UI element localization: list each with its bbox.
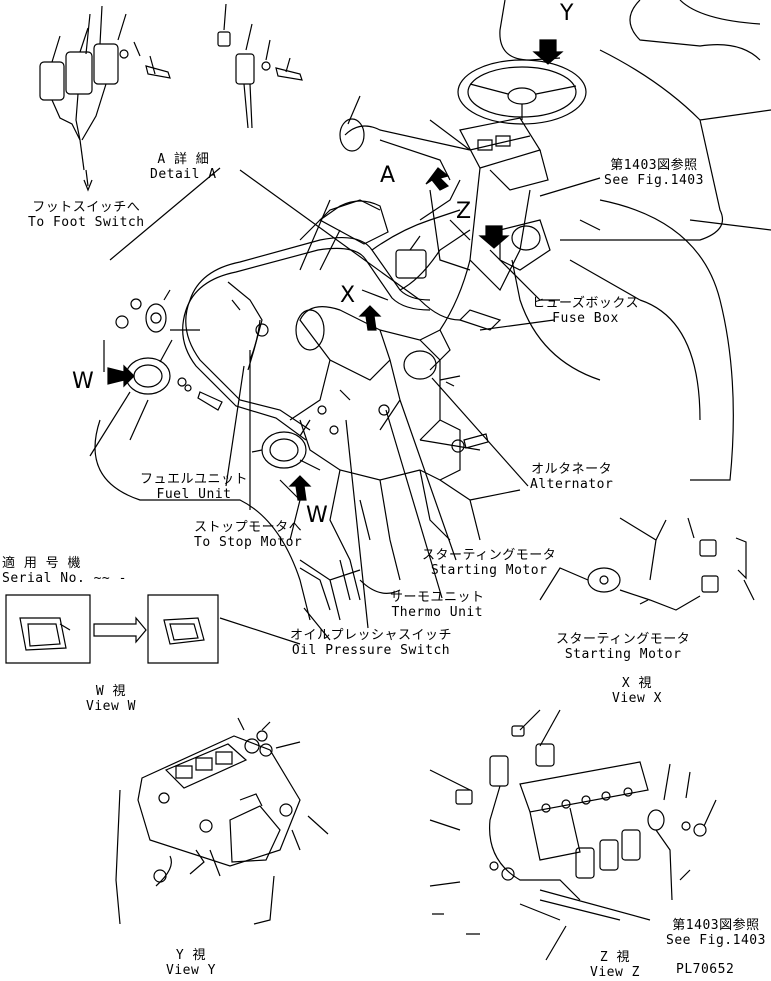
fuel-unit-en: Fuel Unit bbox=[156, 487, 232, 502]
engine-outline-lower bbox=[300, 560, 400, 610]
see-fig-bottom-jp: 第1403図参照 bbox=[672, 918, 760, 933]
view-z-jp: Z 視 bbox=[599, 950, 631, 965]
see-fig-top-label: 第1403図参照 See Fig.1403 bbox=[604, 158, 704, 188]
marker-x: X bbox=[340, 283, 356, 308]
marker-w-left: W bbox=[72, 369, 95, 394]
leader-lines bbox=[60, 14, 600, 644]
serial-label: 適 用 号 機 Serial No. ~~ ‐ bbox=[2, 556, 127, 586]
fuse-box-jp: ヒューズボックス bbox=[532, 296, 639, 311]
starting-motor2-jp: スターティングモータ bbox=[556, 632, 691, 647]
foot-switch-jp: フットスイッチへ bbox=[32, 200, 141, 215]
view-y-en: View Y bbox=[166, 963, 216, 978]
starting-motor-en: Starting Motor bbox=[430, 563, 548, 578]
stop-motor-jp: ストップモータへ bbox=[194, 520, 303, 535]
serial-en: Serial No. ~~ ‐ bbox=[2, 571, 127, 586]
alternator-jp: オルタネータ bbox=[531, 462, 613, 477]
detail-a-en: Detail A bbox=[150, 167, 217, 182]
stop-motor-label: ストップモータへ To Stop Motor bbox=[194, 520, 302, 550]
see-fig-top-en: See Fig.1403 bbox=[604, 173, 704, 188]
oil-pressure-en: Oil Pressure Switch bbox=[291, 643, 451, 658]
view-z-drawing bbox=[430, 710, 716, 960]
thermo-unit-jp: サーモユニット bbox=[390, 590, 485, 605]
starting-motor-jp: スターティングモータ bbox=[422, 548, 557, 563]
detail-a-jp: A 詳 細 bbox=[157, 152, 210, 167]
marker-y: Y bbox=[560, 1, 574, 26]
serial-inset bbox=[6, 595, 218, 663]
oil-pressure-jp: オイルプレッシャスイッチ bbox=[290, 628, 453, 643]
oil-pressure-label: オイルプレッシャスイッチ Oil Pressure Switch bbox=[290, 628, 452, 658]
marker-w-bottom: W bbox=[306, 503, 329, 528]
main-harness bbox=[183, 180, 500, 440]
marker-a: A bbox=[380, 163, 396, 188]
view-y-label: Y 視 View Y bbox=[166, 948, 216, 978]
starting-motor-label: スターティングモータ Starting Motor bbox=[422, 548, 556, 578]
engine-block bbox=[95, 307, 520, 620]
engine-parts bbox=[440, 376, 488, 452]
fuel-unit-jp: フュエルユニット bbox=[140, 472, 249, 487]
detail-a-label: A 詳 細 Detail A bbox=[150, 152, 217, 182]
view-x-label: X 視 View X bbox=[612, 676, 662, 706]
view-w-en: View W bbox=[86, 699, 136, 714]
view-x-en: View X bbox=[612, 691, 662, 706]
view-x-drawing bbox=[540, 518, 754, 610]
steering-area bbox=[340, 0, 771, 480]
view-z-label: Z 視 View Z bbox=[590, 950, 640, 980]
marker-z: Z bbox=[456, 199, 472, 224]
direction-arrows bbox=[108, 40, 562, 500]
view-y-jp: Y 視 bbox=[175, 948, 207, 963]
foot-switch-en: To Foot Switch bbox=[28, 215, 145, 230]
detail-a-connectors bbox=[40, 4, 302, 190]
thermo-unit-en: Thermo Unit bbox=[391, 605, 484, 620]
view-w-jp: W 視 bbox=[95, 684, 127, 699]
starting-motor2-label: スターティングモータ Starting Motor bbox=[556, 632, 690, 662]
see-fig-top-jp: 第1403図参照 bbox=[610, 158, 698, 173]
view-y-drawing bbox=[116, 718, 328, 924]
fuse-box-en: Fuse Box bbox=[552, 311, 619, 326]
stop-motor-en: To Stop Motor bbox=[194, 535, 303, 550]
view-w-label: W 視 View W bbox=[86, 684, 136, 714]
serial-jp: 適 用 号 機 bbox=[2, 556, 81, 571]
foot-switch-label: フットスイッチへ To Foot Switch bbox=[28, 200, 145, 230]
lamp-assembly bbox=[104, 290, 320, 470]
thermo-unit-label: サーモユニット Thermo Unit bbox=[390, 590, 485, 620]
fuse-box-label: ヒューズボックス Fuse Box bbox=[532, 296, 639, 326]
part-code: PL70652 bbox=[676, 962, 735, 977]
view-x-jp: X 視 bbox=[621, 676, 653, 691]
view-z-en: View Z bbox=[590, 965, 640, 980]
fuel-unit-label: フュエルユニット Fuel Unit bbox=[140, 472, 248, 502]
see-fig-bottom-label: 第1403図参照 See Fig.1403 bbox=[666, 918, 766, 948]
alternator-en: Alternator bbox=[530, 477, 614, 492]
starting-motor2-en: Starting Motor bbox=[564, 647, 682, 662]
see-fig-bottom-en: See Fig.1403 bbox=[666, 933, 766, 948]
alternator-label: オルタネータ Alternator bbox=[530, 462, 613, 492]
